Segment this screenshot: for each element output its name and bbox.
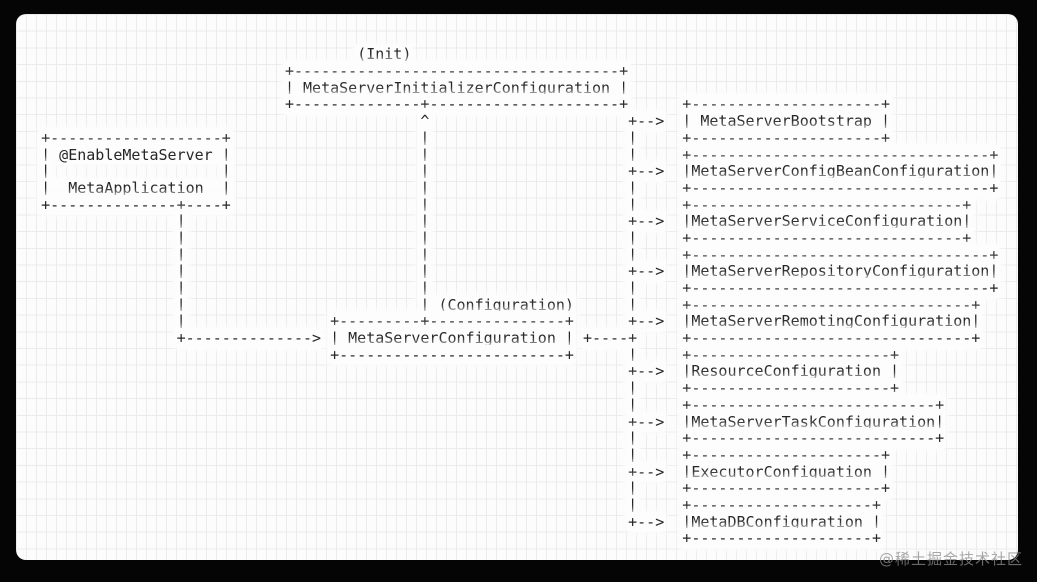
- ascii-segment: +----------------------+: [682, 345, 900, 364]
- ascii-segment: +------------------------------------+: [284, 62, 629, 81]
- ascii-segment: +---------------------+: [682, 95, 891, 114]
- ascii-segment: +---------------------------------+: [682, 245, 999, 264]
- ascii-segment: |: [221, 162, 231, 181]
- ascii-segment: | MetaServerBootstrap |: [682, 112, 891, 131]
- ascii-segment: | (Configuration): [420, 295, 574, 314]
- ascii-segment: |MetaServerRemotingConfiguration|: [682, 312, 981, 331]
- ascii-segment: |: [420, 145, 430, 164]
- ascii-segment: |: [628, 195, 638, 214]
- ascii-segment: +-------------------+: [41, 128, 231, 147]
- ascii-segment: |: [628, 128, 638, 147]
- ascii-segment: |: [420, 262, 430, 281]
- ascii-segment: |: [420, 228, 430, 247]
- ascii-segment: |: [420, 279, 430, 297]
- ascii-segment: |: [628, 479, 638, 498]
- ascii-segment: |MetaDBConfiguration |: [682, 512, 881, 531]
- ascii-segment: |: [628, 429, 638, 448]
- ascii-segment: |: [41, 162, 51, 181]
- ascii-segment: +---------------------------+: [682, 429, 945, 448]
- ascii-segment: +-------------------------+: [330, 345, 574, 364]
- ascii-segment: +-->: [628, 412, 665, 431]
- ascii-segment: +-->: [628, 312, 665, 331]
- ascii-segment: +---------------------------------+: [682, 279, 999, 297]
- ascii-segment: +---------------------+: [682, 479, 891, 498]
- ascii-segment: +---------------------------+: [682, 395, 945, 414]
- ascii-segment: +-->: [628, 462, 665, 481]
- ascii-segment: |: [420, 128, 430, 147]
- ascii-segment: |MetaServerServiceConfiguration|: [682, 212, 972, 231]
- ascii-segment: +----------------------+: [682, 379, 900, 398]
- ascii-segment: +-->: [628, 362, 665, 381]
- ascii-segment: +--------------------+: [682, 495, 881, 514]
- ascii-segment: |: [628, 279, 638, 297]
- ascii-segment: ^: [420, 112, 430, 131]
- ascii-segment: +-------------------------------+: [682, 329, 981, 348]
- ascii-segment: |: [176, 295, 186, 314]
- ascii-segment: +--------------+---------------------+: [284, 95, 629, 114]
- ascii-segment: +-->: [628, 212, 665, 231]
- ascii-segment: | MetaApplication |: [41, 178, 231, 197]
- ascii-segment: |: [628, 395, 638, 414]
- ascii-segment: (Init): [357, 45, 412, 64]
- ascii-segment: |: [628, 495, 638, 514]
- ascii-segment: |MetaServerTaskConfiguration|: [682, 412, 945, 431]
- ascii-segment: |: [176, 279, 186, 297]
- ascii-segment: |: [420, 178, 430, 197]
- ascii-segment: |: [176, 228, 186, 247]
- ascii-segment: |: [176, 312, 186, 331]
- ascii-segment: |: [420, 245, 430, 264]
- ascii-segment: +-------------------------------+: [682, 295, 981, 314]
- ascii-segment: |: [176, 245, 186, 264]
- ascii-segment: +---------------------------------+: [682, 145, 999, 164]
- ascii-segment: +-->: [628, 112, 665, 131]
- ascii-segment: | @EnableMetaServer |: [41, 145, 231, 164]
- ascii-segment: +---------------------------------+: [682, 178, 999, 197]
- ascii-segment: +---------------------+: [682, 128, 891, 147]
- ascii-segment: |: [420, 162, 430, 181]
- ascii-segment: +-->: [628, 512, 665, 531]
- ascii-segment: |: [628, 178, 638, 197]
- ascii-segment: +--------------+----+: [41, 195, 231, 214]
- ascii-segment: | MetaServerInitializerConfiguration |: [284, 78, 629, 97]
- ascii-segment: |ResourceConfiguration |: [682, 362, 900, 381]
- ascii-segment: |: [628, 445, 638, 464]
- ascii-segment: | MetaServerConfiguration |: [330, 329, 574, 348]
- watermark: @稀土掘金技术社区: [878, 550, 1023, 568]
- ascii-segment: |: [628, 295, 638, 314]
- ascii-segment: +----+: [582, 329, 638, 348]
- ascii-segment: |: [628, 228, 638, 247]
- ascii-segment: +------------------------------+: [682, 228, 972, 247]
- ascii-segment: +-------------->: [176, 329, 322, 348]
- ascii-segment: |: [628, 379, 638, 398]
- ascii-segment: +-->: [628, 262, 665, 281]
- ascii-segment: +---------------------+: [682, 445, 891, 464]
- ascii-segment: +-->: [628, 162, 665, 181]
- ascii-segment: |MetaServerRepositoryConfiguration|: [682, 262, 999, 281]
- ascii-segment: +---------+---------------+: [330, 312, 574, 331]
- ascii-segment: |ExecutorConfiguation |: [682, 462, 891, 481]
- ascii-segment: |MetaServerConfigBeanConfiguration|: [682, 162, 999, 181]
- ascii-segment: |: [628, 245, 638, 264]
- ascii-segment: |: [176, 212, 186, 231]
- ascii-segment: |: [176, 262, 186, 281]
- ascii-segment: +------------------------------+: [682, 195, 972, 214]
- ascii-segment: |: [420, 195, 430, 214]
- ascii-segment: |: [628, 145, 638, 164]
- ascii-segment: |: [420, 212, 430, 231]
- ascii-segment: +--------------------+: [682, 529, 881, 548]
- ascii-segment: |: [628, 345, 638, 364]
